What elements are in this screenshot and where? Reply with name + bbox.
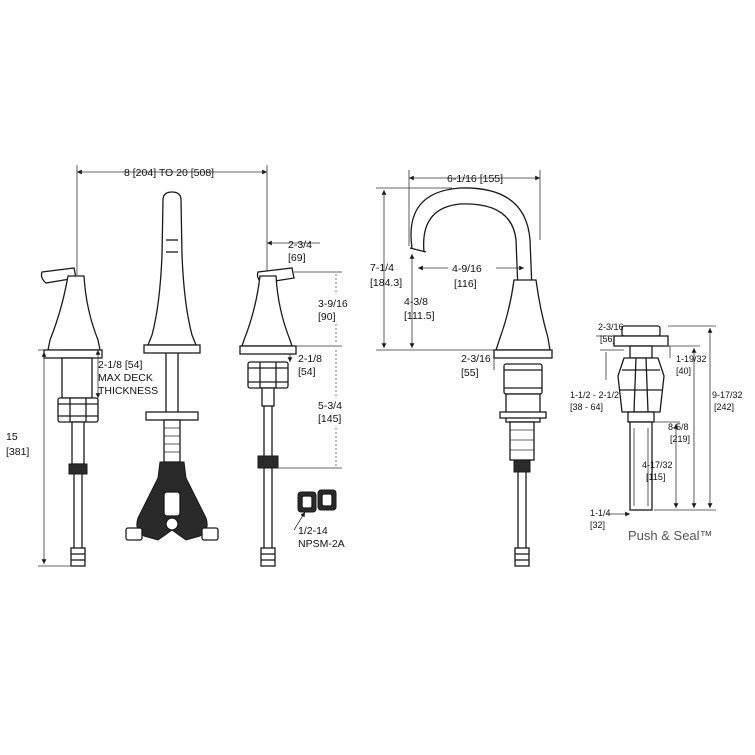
valve-len-label: 5-3/4 [318, 400, 342, 412]
handle-offset-dimension: 2-3/4 [69] [267, 239, 320, 264]
handle-height-label: 3-9/16 [318, 298, 348, 310]
spout-reach-label: 4-9/16 [452, 263, 482, 275]
valve-length-dimension: 5-3/4 [145] [278, 350, 342, 469]
shank-length-dimension: 2-1/8 [54] [287, 353, 322, 378]
deck-max-text1: MAX DECK [98, 372, 153, 384]
spout-base-label: 2-3/16 [461, 353, 491, 365]
right-handle-side-view [239, 267, 297, 567]
drain-dimensions: 2-3/16 [56] 1-19/32 [40] 1-1/2 - 2-1/2 [… [570, 322, 743, 543]
drain-tail-dia-mm: [32] [590, 520, 605, 530]
spout-base-mm: [55] [461, 367, 479, 379]
handle-height-mm: [90] [318, 311, 336, 323]
drain-cap-label: 2-3/16 [598, 322, 624, 332]
drain-flange-mm: [40] [676, 366, 691, 376]
drain-range-label: 1-1/2 - 2-1/2 [570, 390, 619, 400]
spout-height-mm: [184.3] [370, 277, 402, 289]
spread-label: 8 [204] TO 20 [508] [124, 167, 214, 179]
shank-len-label: 2-1/8 [298, 353, 322, 365]
spout-front-view [125, 191, 219, 541]
spout-clearance-mm: [111.5] [404, 310, 435, 322]
valve-len-mm: [145] [318, 413, 341, 425]
max-deck-dimension: 2-1/8 [54] MAX DECK THICKNESS [95, 350, 158, 398]
overall-len-mm: [381] [6, 446, 29, 458]
spout-reach-mm: [116] [454, 278, 477, 290]
drain-tail-label: 4-17/32 [642, 460, 673, 470]
spout-clearance-dimension: 4-3/8 [111.5] [404, 254, 435, 348]
spout-width-dimension: 6-1/16 [155] [408, 170, 541, 246]
drain-tail-dia-label: 1-1/4 [590, 508, 611, 518]
overall-length-dimension: 15 [381] [6, 349, 70, 567]
deck-max-label: 2-1/8 [54] [98, 359, 142, 371]
shank-len-mm: [54] [298, 366, 316, 378]
thread-type-label: NPSM-2A [298, 538, 345, 550]
spout-side-view [409, 187, 553, 567]
drain-tail-mm: [115] [646, 472, 665, 482]
spout-clearance-label: 4-3/8 [404, 296, 428, 308]
overall-len-label: 15 [6, 431, 18, 443]
drain-flange-label: 1-19/32 [676, 354, 707, 364]
spout-base-dimension: 2-3/16 [55] [461, 353, 495, 379]
spout-height-dimension: 7-1/4 [184.3] [370, 187, 494, 351]
handle-offset-label: 2-3/4 [288, 239, 312, 251]
drain-name: Push & Seal™ [628, 528, 713, 543]
deck-max-text2: THICKNESS [98, 385, 158, 397]
drain-range-mm: [38 - 64] [570, 402, 603, 412]
handle-height-dimension: 3-9/16 [90] [294, 271, 348, 347]
drain-total-mm: [242] [714, 402, 734, 412]
drain-total-label: 9-17/32 [712, 390, 743, 400]
drain-body-label: 8-5/8 [668, 422, 689, 432]
spread-dimension: 8 [204] TO 20 [508] [76, 165, 268, 275]
spout-height-label: 7-1/4 [370, 262, 394, 274]
drain-body-mm: [219] [670, 434, 690, 444]
drain-cap-mm: [56] [600, 334, 615, 344]
left-handle-side-view [40, 267, 103, 567]
spout-reach-dimension: 4-9/16 [116] [418, 263, 524, 290]
fittings: 1/2-14 NPSM-2A [293, 489, 345, 550]
thread-label: 1/2-14 [298, 525, 328, 537]
handle-offset-mm: [69] [288, 252, 306, 264]
drain-assembly [613, 325, 669, 511]
spout-width-label: 6-1/16 [155] [447, 173, 503, 185]
